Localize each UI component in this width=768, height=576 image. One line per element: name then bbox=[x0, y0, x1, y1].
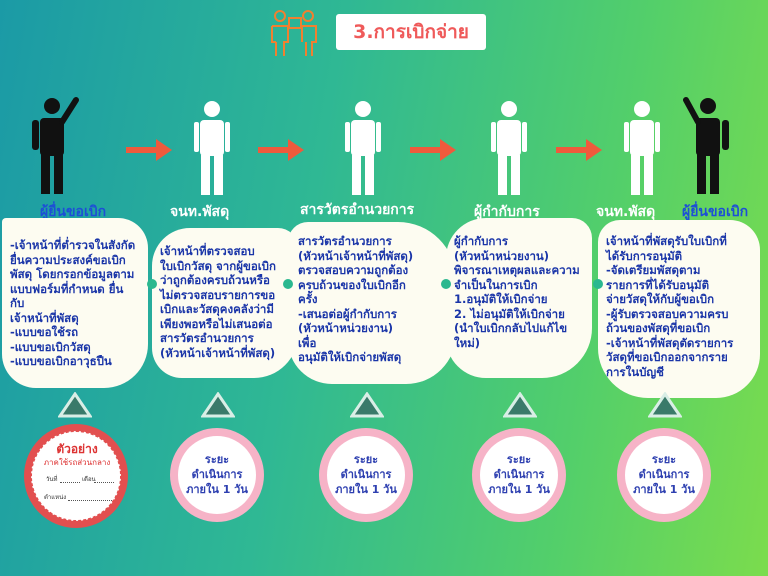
person-icon bbox=[345, 101, 381, 195]
duration-circle-inner: ระยะ ดำเนินการ ภายใน 1 วัน bbox=[480, 436, 558, 514]
stamp-month-label: เดือน bbox=[82, 476, 96, 483]
connector-dot bbox=[147, 279, 157, 289]
duration-text: ระยะ ดำเนินการ ภายใน 1 วัน bbox=[335, 453, 397, 496]
step-card-2: เจ้าหน้าที่ตรวจสอบ ใบเบิกวัสดุ จากผู้ขอเ… bbox=[152, 228, 298, 378]
stamp-date-label: วันที่ bbox=[46, 476, 58, 483]
stamp-line bbox=[68, 500, 112, 501]
stamp-line bbox=[94, 482, 114, 483]
example-form-stamp: ตัวอย่าง ภาคใช้รถส่วนกลาง วันที่ เดือน ต… bbox=[24, 424, 128, 528]
stamp-position-label: ตำแหน่ง bbox=[44, 494, 67, 501]
duration-text: ระยะ ดำเนินการ ภายใน 1 วัน bbox=[488, 453, 550, 496]
step-card-1: -เจ้าหน้าที่ต่ำรวจในสังกัด ยื่นความประสง… bbox=[2, 218, 148, 388]
stamp-inner: ตัวอย่าง ภาคใช้รถส่วนกลาง วันที่ เดือน ต… bbox=[31, 431, 121, 521]
triangle-up-icon bbox=[503, 392, 537, 418]
step-text-3: สารวัตรอำนวยการ (หัวหน้าเจ้าหน้าที่พัสดุ… bbox=[298, 234, 414, 364]
triangle-up-icon bbox=[201, 392, 235, 418]
person-raising-hand-icon bbox=[32, 97, 79, 194]
step-text-1: -เจ้าหน้าที่ต่ำรวจในสังกัด ยื่นความประสง… bbox=[10, 238, 136, 368]
title-area: 3.การเบิกจ่าย bbox=[262, 6, 492, 60]
role-label-requester: ผู้ยื่นขอเบิก bbox=[40, 204, 107, 220]
duration-circle-4: ระยะ ดำเนินการ ภายใน 1 วัน bbox=[472, 428, 566, 522]
person-raising-hand-icon bbox=[683, 97, 729, 194]
duration-circle-2: ระยะ ดำเนินการ ภายใน 1 วัน bbox=[170, 428, 264, 522]
title-box: 3.การเบิกจ่าย bbox=[336, 14, 486, 50]
step-card-4: ผู้กำกับการ (หัวหน้าหน่วยงาน) พิจารณาเหต… bbox=[446, 218, 592, 378]
person-icon bbox=[491, 101, 527, 195]
duration-circle-inner: ระยะ ดำเนินการ ภายใน 1 วัน bbox=[327, 436, 405, 514]
stamp-line bbox=[60, 482, 80, 483]
step-card-5: เจ้าหน้าที่พัสดุรับใบเบิกที่ ได้รับการอน… bbox=[598, 220, 760, 398]
duration-circle-inner: ระยะ ดำเนินการ ภายใน 1 วัน bbox=[178, 436, 256, 514]
arrow-right-icon bbox=[258, 139, 304, 161]
duration-circle-inner: ระยะ ดำเนินการ ภายใน 1 วัน bbox=[625, 436, 703, 514]
duration-text: ระยะ ดำเนินการ ภายใน 1 วัน bbox=[633, 453, 695, 496]
step-text-5: เจ้าหน้าที่พัสดุรับใบเบิกที่ ได้รับการอน… bbox=[606, 234, 734, 379]
arrow-right-icon bbox=[126, 139, 172, 161]
page-title: 3.การเบิกจ่าย bbox=[353, 21, 469, 43]
triangle-up-icon bbox=[648, 392, 682, 418]
stamp-subtitle: ภาคใช้รถส่วนกลาง bbox=[43, 458, 111, 467]
connector-dot bbox=[593, 279, 603, 289]
triangle-up-icon bbox=[58, 392, 92, 418]
person-icon bbox=[624, 101, 660, 195]
role-label-requester-2: ผู้ยื่นขอเบิก bbox=[682, 204, 749, 220]
connector-dot bbox=[441, 279, 451, 289]
duration-text: ระยะ ดำเนินการ ภายใน 1 วัน bbox=[186, 453, 248, 496]
step-card-3: สารวัตรอำนวยการ (หัวหน้าเจ้าหน้าที่พัสดุ… bbox=[288, 222, 456, 384]
role-label-superintendent: ผู้กำกับการ bbox=[474, 204, 540, 220]
person-icon bbox=[194, 101, 230, 195]
role-label-admin-inspector: สารวัตรอำนวยการ bbox=[300, 202, 415, 218]
arrow-right-icon bbox=[410, 139, 456, 161]
arrow-right-icon bbox=[556, 139, 602, 161]
delivery-person-icon bbox=[271, 10, 317, 56]
step-text-4: ผู้กำกับการ (หัวหน้าหน่วยงาน) พิจารณาเหต… bbox=[454, 234, 580, 350]
role-label-supply-officer: จนท.พัสดุ bbox=[170, 204, 230, 220]
step-text-2: เจ้าหน้าที่ตรวจสอบ ใบเบิกวัสดุ จากผู้ขอเ… bbox=[160, 244, 276, 360]
connector-dot bbox=[283, 279, 293, 289]
stamp-title: ตัวอย่าง bbox=[56, 442, 98, 456]
triangle-up-icon bbox=[350, 392, 384, 418]
role-label-supply-officer-2: จนท.พัสดุ bbox=[596, 204, 656, 220]
duration-circle-5: ระยะ ดำเนินการ ภายใน 1 วัน bbox=[617, 428, 711, 522]
duration-circle-3: ระยะ ดำเนินการ ภายใน 1 วัน bbox=[319, 428, 413, 522]
